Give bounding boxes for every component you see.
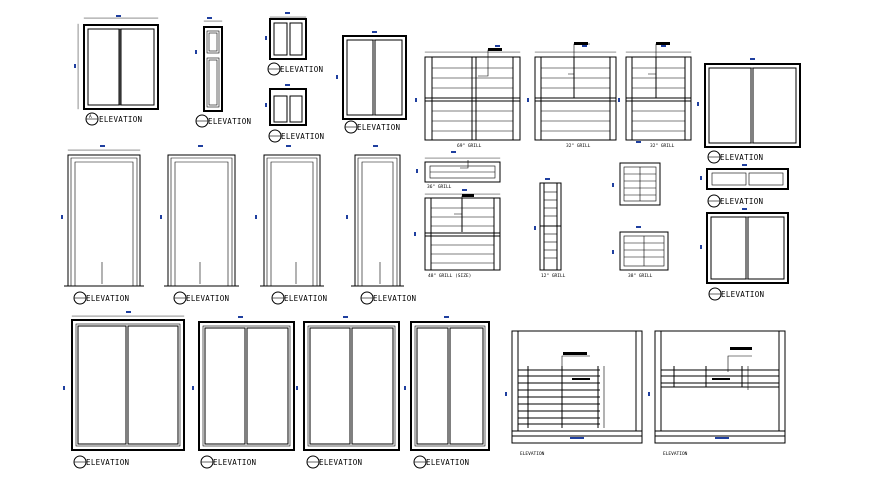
elevation-label: ELEVATION: [319, 458, 362, 467]
elevation-label: ELEVATION: [520, 451, 545, 457]
elevation-label: ELEVATION: [208, 117, 251, 126]
elevation-label: ELEVATION: [720, 197, 763, 206]
elevation-tag-large-4: ELEVATION: [413, 455, 469, 469]
elevation-label: ELEVATION: [284, 294, 327, 303]
elevation-tag-large-1: ELEVATION: [73, 455, 129, 469]
elevation-label: ELEVATION: [99, 115, 142, 124]
window-elevation-e: [336, 31, 407, 120]
window-elevation-c: [265, 12, 307, 60]
elevation-tag-door-2: ELEVATION: [173, 291, 229, 305]
window-elevation-large-3: [296, 316, 400, 451]
elevation-tag-g: ELEVATION: [707, 194, 763, 208]
door-elevation-2: [160, 145, 239, 287]
grill-elevation-32a: 32" GRILL: [527, 42, 617, 149]
grill-elevation-12: 12" GRILL: [534, 178, 566, 279]
window-elevation-h: [700, 208, 789, 284]
window-elevation-f: [697, 58, 801, 148]
grill-elevation-48: 48" GRILL (SIZE): [414, 189, 501, 279]
grill-label: 36" GRILL: [427, 184, 452, 190]
elevation-label: ELEVATION: [281, 132, 324, 141]
window-elevation-b: [195, 17, 223, 112]
elevation-label: ELEVATION: [186, 294, 229, 303]
elevation-tag-a: A ELEVATION: [85, 112, 142, 126]
grill-elevation-69: 69" GRILL: [415, 45, 521, 149]
elevation-label: ELEVATION: [720, 153, 763, 162]
door-elevation-4: [346, 145, 404, 287]
elevation-label: ELEVATION: [86, 294, 129, 303]
window-elevation-a: [74, 15, 159, 110]
grill-elevation-38: 38" GRILL: [612, 226, 669, 279]
elevation-tag-c: ELEVATION: [267, 62, 323, 76]
elevation-label: ELEVATION: [663, 451, 688, 457]
grill-label: 38" GRILL: [628, 273, 653, 279]
elevation-tag-large-2: ELEVATION: [200, 455, 256, 469]
window-elevation-large-1: [63, 311, 185, 451]
window-elevation-g: [700, 164, 789, 190]
grill-label: 32" GRILL: [650, 143, 675, 149]
window-elevation-d: [265, 84, 307, 126]
window-elevation-large-2: [192, 316, 295, 451]
elevation-label: ELEVATION: [373, 294, 416, 303]
svg-text:A: A: [89, 114, 92, 120]
elevation-label: ELEVATION: [721, 290, 764, 299]
elevation-label: ELEVATION: [426, 458, 469, 467]
elevation-tag-d: ELEVATION: [268, 129, 324, 143]
elevation-tag-b: ELEVATION: [195, 114, 251, 128]
elevation-label: ELEVATION: [86, 458, 129, 467]
gate-elevation-1: ELEVATION: [505, 330, 643, 457]
elevation-tag-f: ELEVATION: [707, 150, 763, 164]
elevation-tag-h: ELEVATION: [708, 287, 764, 301]
elevation-tag-door-1: ELEVATION: [73, 291, 129, 305]
grill-label: 32" GRILL: [566, 143, 591, 149]
grill-label: 69" GRILL: [457, 143, 482, 149]
door-elevation-1: [61, 145, 144, 287]
elevation-tag-large-3: ELEVATION: [306, 455, 362, 469]
grill-label: 48" GRILL (SIZE): [428, 273, 471, 279]
elevation-label: ELEVATION: [357, 123, 400, 132]
grill-elevation-square-a: [612, 141, 661, 206]
elevation-tag-door-3: ELEVATION: [271, 291, 327, 305]
grill-elevation-32b: 32" GRILL: [618, 42, 692, 149]
gate-elevation-2: ELEVATION: [648, 330, 786, 457]
elevation-tag-door-4: ELEVATION: [360, 291, 416, 305]
door-elevation-3: [255, 145, 324, 287]
grill-elevation-36: 36" GRILL: [416, 151, 501, 190]
window-elevation-large-4: [404, 316, 490, 451]
elevation-label: ELEVATION: [280, 65, 323, 74]
elevation-label: ELEVATION: [213, 458, 256, 467]
elevation-tag-e: ELEVATION: [344, 120, 400, 134]
grill-label: 12" GRILL: [541, 273, 566, 279]
